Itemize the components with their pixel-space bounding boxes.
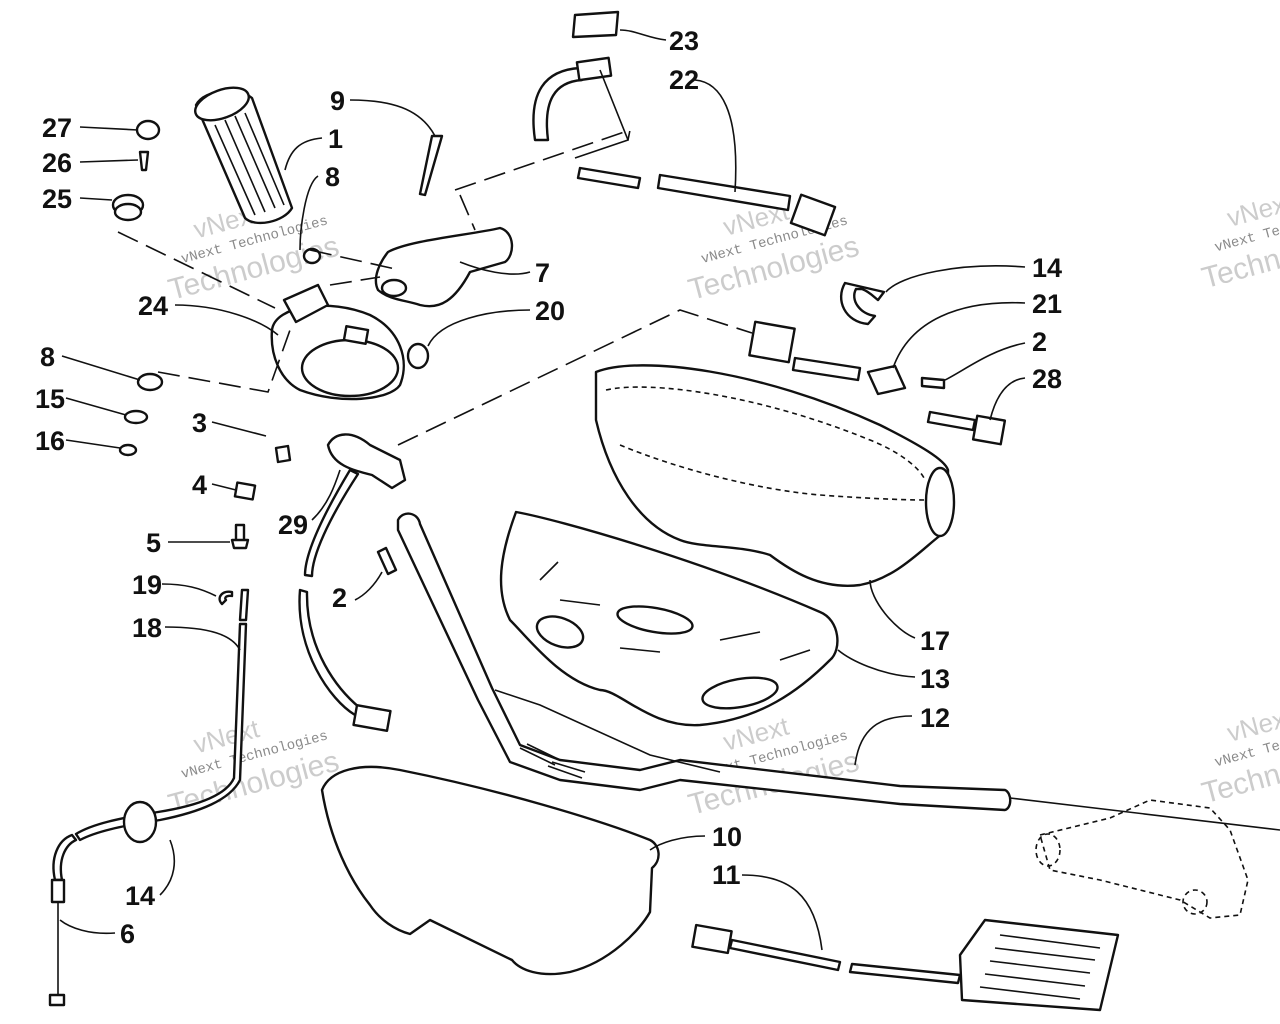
part-3-screw bbox=[274, 444, 292, 464]
leader-lines bbox=[59, 29, 1026, 951]
part-28-connector bbox=[926, 410, 1007, 446]
part-25-nut bbox=[111, 193, 145, 222]
callout-23: 23 bbox=[669, 26, 699, 56]
callout-15: 15 bbox=[35, 384, 65, 414]
callout-17: 17 bbox=[920, 626, 950, 656]
callout-9: 9 bbox=[330, 86, 345, 116]
part-8-bushing bbox=[136, 372, 164, 392]
part-4-clip bbox=[233, 481, 257, 501]
part-7-lever bbox=[374, 226, 514, 308]
phantom-master-cylinder bbox=[1009, 797, 1280, 919]
callout-14-right: 14 bbox=[1032, 253, 1062, 283]
part-14-clamp bbox=[840, 281, 886, 326]
part-17-pad bbox=[594, 364, 956, 587]
part-switch-wire bbox=[298, 468, 392, 733]
part-24-housing bbox=[270, 283, 405, 401]
callout-5: 5 bbox=[146, 528, 161, 558]
part-23-pad bbox=[571, 10, 620, 39]
callout-1: 1 bbox=[328, 124, 343, 154]
callout-19: 19 bbox=[132, 570, 162, 600]
part-15-washer bbox=[123, 409, 149, 425]
part-11-heater bbox=[691, 918, 1120, 1012]
part-9-pin bbox=[418, 134, 444, 197]
callout-21: 21 bbox=[1032, 289, 1062, 319]
callout-4: 4 bbox=[192, 470, 207, 500]
part-13-pad-core bbox=[499, 510, 839, 727]
part-14-clamp-lower bbox=[122, 800, 158, 844]
callout-27: 27 bbox=[42, 113, 72, 143]
callout-6: 6 bbox=[120, 919, 135, 949]
part-12-handlebar bbox=[396, 512, 1012, 812]
part-29-switch bbox=[326, 433, 407, 490]
part-21-connector bbox=[748, 320, 907, 396]
part-20-clip bbox=[406, 342, 430, 370]
part-16-washer bbox=[118, 443, 138, 457]
callout-13: 13 bbox=[920, 664, 950, 694]
part-22-harness bbox=[532, 56, 837, 237]
part-8-spacer bbox=[302, 247, 322, 265]
callout-28: 28 bbox=[1032, 364, 1062, 394]
callout-26: 26 bbox=[42, 148, 72, 178]
part-19-clip bbox=[218, 590, 234, 606]
part-10-pad bbox=[320, 765, 660, 976]
callout-24: 24 bbox=[138, 291, 168, 321]
callout-12: 12 bbox=[920, 703, 950, 733]
part-2-screw bbox=[376, 546, 398, 576]
callout-16: 16 bbox=[35, 426, 65, 456]
callout-labels: 23 22 1 9 8 27 26 25 7 20 24 8 15 16 3 4… bbox=[35, 26, 1062, 949]
part-18-cable bbox=[48, 588, 250, 1007]
assembly-lines bbox=[117, 128, 753, 446]
callout-11: 11 bbox=[712, 860, 741, 890]
callout-2-right: 2 bbox=[1032, 327, 1047, 357]
callout-3: 3 bbox=[192, 408, 207, 438]
callout-29: 29 bbox=[278, 510, 308, 540]
callout-8-top: 8 bbox=[325, 162, 340, 192]
callout-14-left: 14 bbox=[125, 881, 155, 911]
callout-10: 10 bbox=[712, 822, 742, 852]
callout-18: 18 bbox=[132, 613, 162, 643]
part-27-cap bbox=[135, 119, 161, 141]
callout-7: 7 bbox=[535, 258, 550, 288]
part-2-screw-right bbox=[920, 376, 946, 390]
part-1-grip bbox=[194, 86, 294, 225]
callout-8-mid: 8 bbox=[40, 342, 55, 372]
callout-2-left: 2 bbox=[332, 583, 347, 613]
callout-22: 22 bbox=[669, 65, 699, 95]
part-5-screw bbox=[230, 523, 250, 550]
part-26-screw bbox=[138, 150, 150, 172]
callout-20: 20 bbox=[535, 296, 565, 326]
callout-25: 25 bbox=[42, 184, 72, 214]
